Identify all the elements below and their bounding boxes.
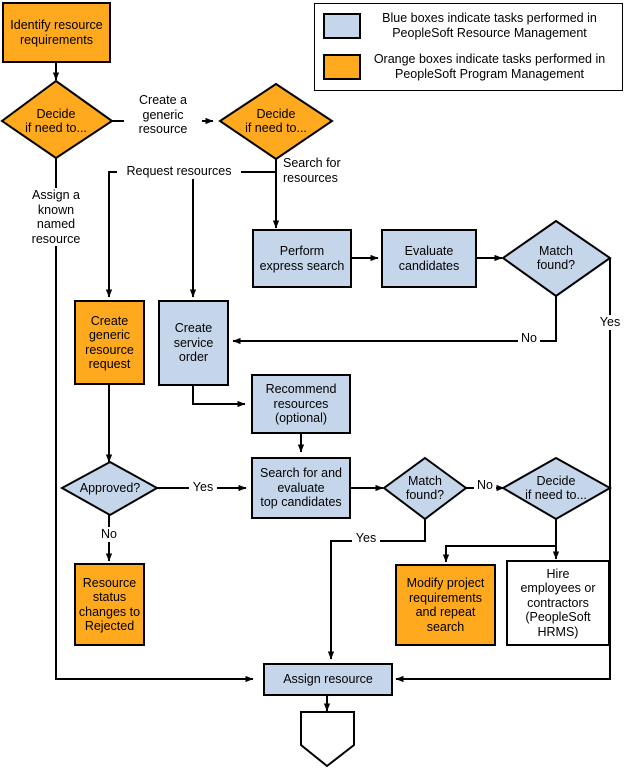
node-modify-project-requirements[interactable]: Modify project requirements and repeat s…	[395, 564, 496, 646]
shape-match1	[501, 219, 612, 298]
node-approved-label: Approved?	[79, 480, 141, 495]
node-search-and-evaluate-top-candidates[interactable]: Search for and evaluate top candidates	[251, 457, 351, 519]
node-decide1-label: Decide if need to...	[25, 106, 87, 136]
node-recommend-resources[interactable]: Recommend resources (optional)	[251, 374, 351, 434]
shape-decide1	[0, 79, 114, 160]
edge-label-create-generic-resource: Create a generic resource	[124, 93, 202, 137]
node-resource-status-rejected[interactable]: Resource status changes to Rejected	[74, 563, 145, 646]
shape-decide3	[500, 456, 613, 521]
edge-label-yes-match2: Yes	[352, 531, 380, 546]
edge-label-request-resources: Request resources	[117, 164, 241, 179]
edge-label-assign-known-named-resource: Assign a known named resource	[16, 188, 96, 246]
node-match2-label: Match found?	[405, 473, 445, 503]
edge-label-yes-approved: Yes	[189, 480, 217, 495]
edge-label-no-match1: No	[518, 331, 540, 346]
edge-label-yes-match1: Yes	[597, 315, 623, 330]
legend-label-blue: Blue boxes indicate tasks performed in P…	[382, 11, 597, 40]
edge-label-search-for-resources: Search for resources	[283, 156, 355, 185]
node-assign-resource[interactable]: Assign resource	[263, 663, 393, 696]
shape-terminator	[300, 711, 355, 768]
shape-match2	[382, 456, 468, 521]
node-decide2-label: Decide if need to...	[245, 106, 307, 136]
shape-approved	[59, 460, 160, 517]
node-create-service-order[interactable]: Create service order	[158, 300, 229, 386]
node-match1-label: Match found?	[536, 243, 576, 273]
legend-label-orange: Orange boxes indicate tasks performed in…	[373, 52, 606, 81]
node-decide3-label: Decide if need to...	[525, 473, 587, 503]
shape-decide2	[218, 82, 334, 161]
legend-item-orange: Orange boxes indicate tasks performed in…	[323, 52, 614, 82]
edge-label-no-match2: No	[474, 478, 496, 493]
node-create-generic-resource-request[interactable]: Create generic resource request	[74, 300, 145, 385]
legend-swatch-blue-icon	[323, 13, 361, 39]
edge-label-no-approved: No	[97, 527, 121, 542]
legend: Blue boxes indicate tasks performed in P…	[314, 3, 623, 91]
node-hire-employees-or-contractors[interactable]: Hire employees or contractors (PeopleSof…	[506, 560, 610, 646]
node-identify-resource-requirements[interactable]: Identify resource requirements	[2, 2, 111, 63]
node-perform-express-search[interactable]: Perform express search	[252, 229, 352, 288]
legend-item-blue: Blue boxes indicate tasks performed in P…	[323, 11, 614, 41]
node-evaluate-candidates[interactable]: Evaluate candidates	[381, 229, 477, 288]
legend-swatch-orange-icon	[323, 54, 361, 80]
